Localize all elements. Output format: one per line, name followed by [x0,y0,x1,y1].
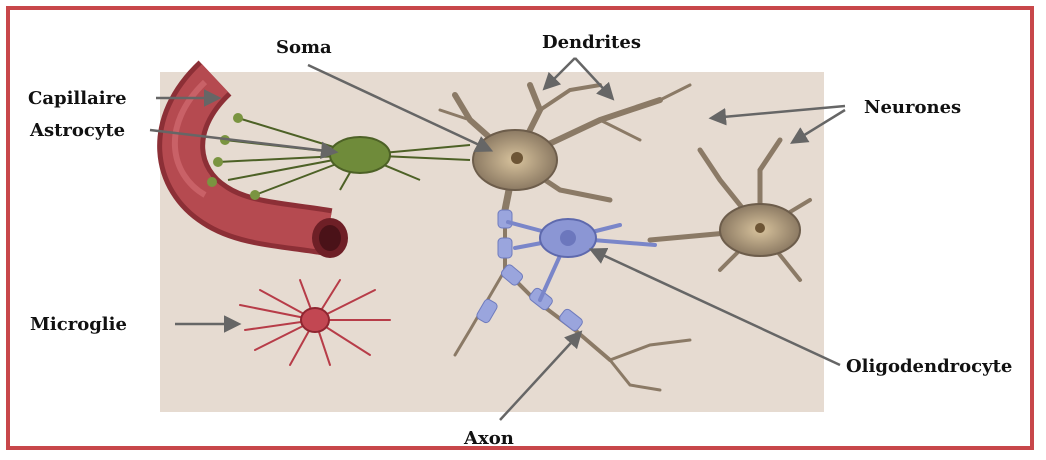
label-neurones: Neurones [864,97,961,118]
label-microglie: Microglie [30,314,127,335]
label-dendrites: Dendrites [542,32,641,53]
label-axon: Axon [464,428,514,449]
label-capillaire: Capillaire [28,88,127,109]
label-soma: Soma [276,37,332,58]
label-oligodendrocyte: Oligodendrocyte [846,356,1012,377]
label-astrocyte: Astrocyte [30,120,125,141]
